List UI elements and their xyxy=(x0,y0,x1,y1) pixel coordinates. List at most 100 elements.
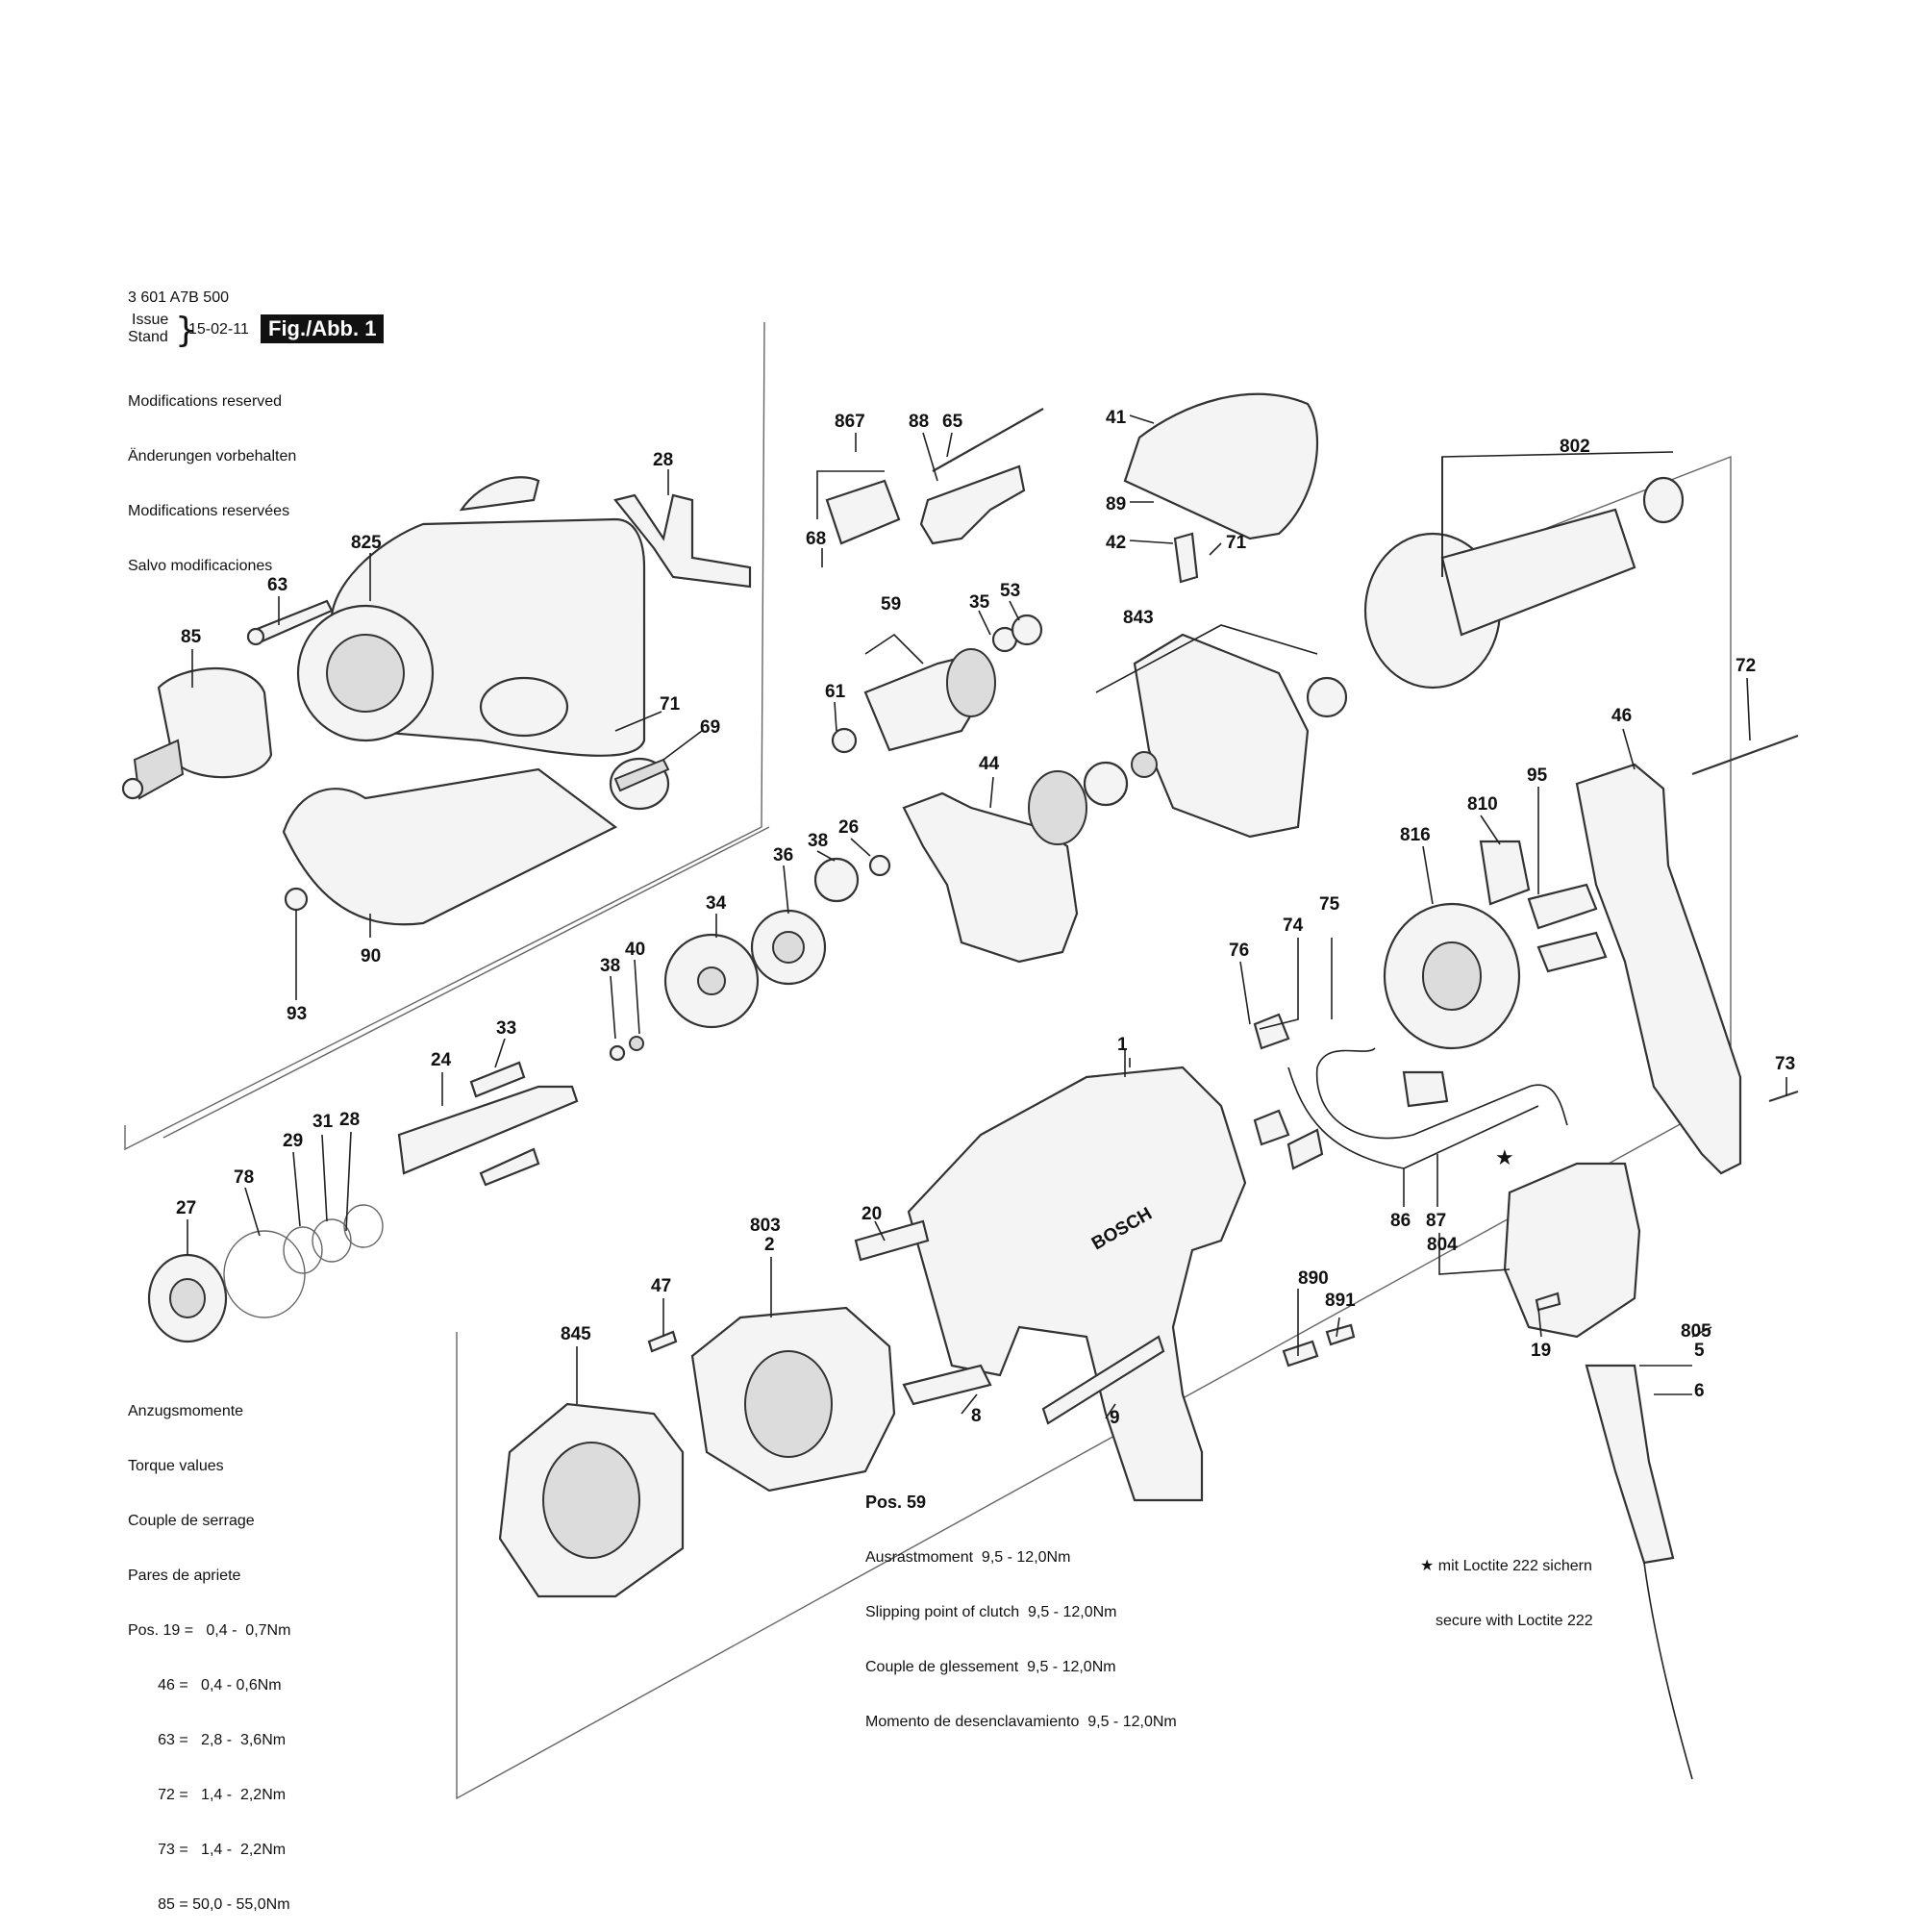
callout-93: 93 xyxy=(287,1004,307,1024)
cable-86-87 xyxy=(1287,1047,1568,1169)
bearing-27 xyxy=(147,1253,228,1343)
switch-cover-41 xyxy=(1123,392,1319,540)
callout-804: 804 xyxy=(1427,1235,1458,1255)
callout-803: 802 xyxy=(1560,437,1590,457)
shroud-90 xyxy=(282,767,618,926)
torque-title: Anzugsmomente xyxy=(128,1403,244,1419)
callout-30: 33 xyxy=(496,1018,516,1039)
modifications-line: Änderungen vorbehalten xyxy=(128,448,297,464)
torque-row: 72 = 1,4 - 2,2Nm xyxy=(128,1787,287,1803)
handle-47 xyxy=(1575,734,1799,1175)
callout-33: 34 xyxy=(706,893,727,914)
fan-baffle-845 xyxy=(498,1402,685,1598)
loctite-line: secure with Loctite 222 xyxy=(1436,1613,1593,1629)
callout-2: 2 xyxy=(764,1235,775,1255)
loctite-line-1: ★ mit Loctite 222 sichern xyxy=(1420,1556,1593,1575)
clips-30 xyxy=(469,1061,540,1187)
issue-brace: } xyxy=(175,311,197,350)
callout-35: 35 xyxy=(969,592,990,613)
callout-47: 46 xyxy=(1611,706,1632,726)
seal-44 xyxy=(902,791,1079,964)
callout-38: 38 xyxy=(600,956,620,976)
callout-71a: 71 xyxy=(660,694,681,715)
callout-843: 843 xyxy=(1123,608,1154,628)
callout-75: 75 xyxy=(1319,894,1340,915)
figure-label: Fig./Abb. 1 xyxy=(261,314,385,343)
screw-63 xyxy=(246,599,334,646)
clutch-line: Slipping point of clutch 9,5 - 12,0Nm xyxy=(865,1604,1117,1620)
callout-87: 87 xyxy=(1426,1211,1446,1231)
callout-845: 845 xyxy=(561,1324,591,1344)
clutch-line: Couple de glessement 9,5 - 12,0Nm xyxy=(865,1659,1116,1675)
callout-825: 825 xyxy=(351,533,382,553)
torque-values: Anzugsmomente Torque values Couple de se… xyxy=(128,1366,290,1932)
callout-6: 6 xyxy=(1694,1381,1705,1401)
switch-804 xyxy=(1503,1162,1641,1339)
spindle-59 xyxy=(831,648,996,754)
issue-date: 15-02-11 xyxy=(188,321,249,338)
callout-28: 28 xyxy=(339,1110,360,1130)
gear-housing-825 xyxy=(296,476,646,757)
callout-66: 28 xyxy=(653,450,673,470)
torque-title: Couple de serrage xyxy=(128,1513,255,1529)
screw-93 xyxy=(284,887,309,923)
callout-68: 68 xyxy=(806,529,826,549)
callout-95: 95 xyxy=(1527,765,1548,786)
clutch-line: Ausrastmoment 9,5 - 12,0Nm xyxy=(865,1549,1071,1566)
loctite-note: ★ mit Loctite 222 sichern secure with Lo… xyxy=(1420,1519,1593,1648)
stand-label: Stand xyxy=(128,329,168,345)
fork-66 xyxy=(613,493,752,589)
callout-44: 44 xyxy=(979,754,1000,774)
plate-88 xyxy=(919,408,1044,545)
torque-row: 85 = 50,0 - 55,0Nm xyxy=(128,1896,290,1913)
callout-85: 85 xyxy=(181,627,202,647)
washers-35-53 xyxy=(991,614,1043,653)
callout-65: 65 xyxy=(942,412,963,432)
torque-row: Pos. 19 = 0,4 - 0,7Nm xyxy=(128,1622,291,1639)
callout-numbers: 28 825 63 85 71 69 90 93 867 88 65 68 59… xyxy=(176,408,1795,1428)
cable-guard-805-6 xyxy=(1585,1364,1693,1780)
callout-9: 9 xyxy=(1110,1408,1120,1428)
callout-802: 803 xyxy=(750,1216,781,1236)
callout-78: 78 xyxy=(234,1167,254,1188)
callout-891: 891 xyxy=(1325,1291,1356,1311)
torque-row: 73 = 1,4 - 2,2Nm xyxy=(128,1842,287,1858)
callout-59: 59 xyxy=(881,594,901,615)
housing-half-843 xyxy=(1028,633,1348,845)
callout-71b: 71 xyxy=(1226,533,1247,553)
callout-8: 8 xyxy=(971,1406,982,1426)
torque-row: 63 = 2,8 - 3,6Nm xyxy=(128,1732,287,1748)
loctite-star-marker: ★ xyxy=(1495,1146,1514,1170)
callout-76: 76 xyxy=(1229,941,1249,961)
callout-88: 88 xyxy=(909,412,929,432)
armature-803 xyxy=(1363,476,1685,690)
callout-29: 29 xyxy=(283,1131,303,1151)
doc-number: 3 601 A7B 500 xyxy=(128,289,229,306)
callout-46: 47 xyxy=(651,1276,671,1296)
torque-title: Torque values xyxy=(128,1458,224,1474)
button-42 xyxy=(1173,532,1199,584)
callout-805: 805 xyxy=(1681,1321,1711,1342)
switch-block-867 xyxy=(825,479,901,545)
callout-26: 26 xyxy=(838,817,859,838)
callout-890: 890 xyxy=(1298,1268,1329,1289)
callout-19: 19 xyxy=(1531,1341,1551,1361)
callout-41: 41 xyxy=(1106,408,1127,428)
callout-90: 90 xyxy=(361,946,381,966)
callout-89: 89 xyxy=(1106,494,1126,514)
brush-cover-95 xyxy=(1527,883,1608,973)
modifications-line: Modifications reserved xyxy=(128,393,283,410)
bearing-36-26 xyxy=(813,854,891,903)
callout-53: 53 xyxy=(1000,581,1020,601)
modifications-line: Salvo modificaciones xyxy=(128,558,273,574)
leader-lines xyxy=(187,414,1787,1419)
callout-5: 5 xyxy=(1694,1341,1705,1361)
callout-42: 42 xyxy=(1106,533,1126,553)
labels-8-9-20 xyxy=(854,1219,1165,1425)
callout-63: 63 xyxy=(267,575,287,595)
callout-1: 1 xyxy=(1117,1035,1128,1055)
callout-27: 27 xyxy=(176,1198,196,1218)
clutch-note: Pos. 59 Ausrastmoment 9,5 - 12,0Nm Slipp… xyxy=(865,1457,1177,1749)
rings-78-29-31-28 xyxy=(223,1204,384,1318)
